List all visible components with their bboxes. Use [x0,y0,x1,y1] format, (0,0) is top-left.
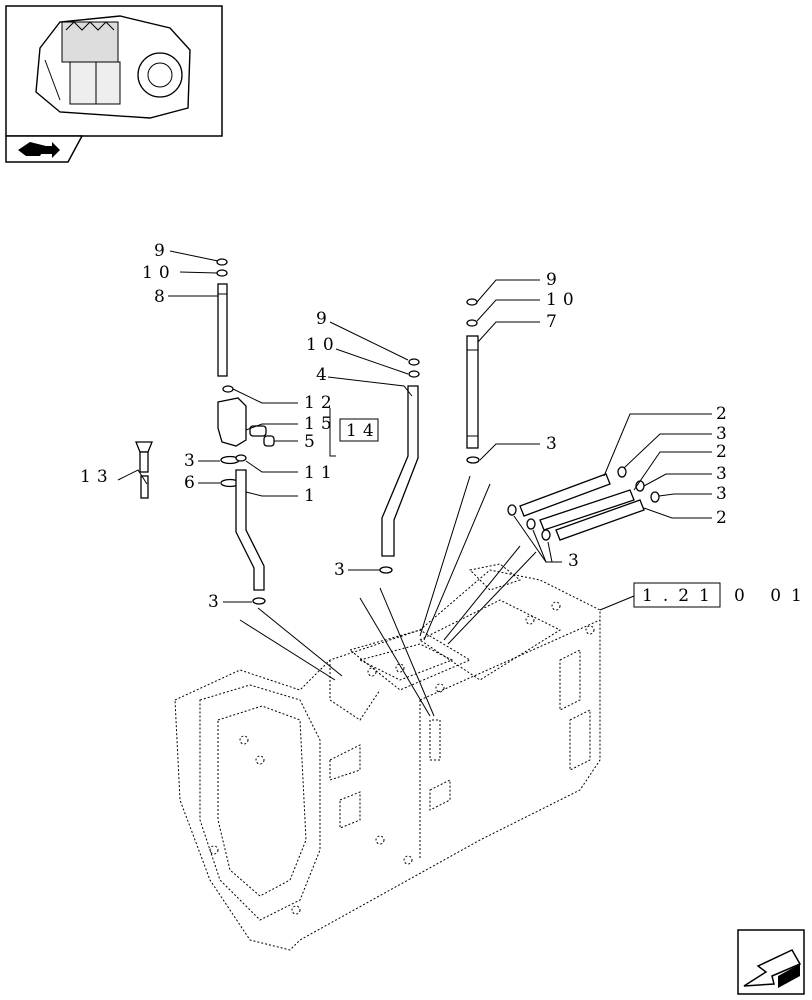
transmission-thumbnail [35,15,191,119]
callout-3: 3 [568,551,585,571]
callout-2: 2 [716,508,733,528]
callout-9: 9 [546,270,563,290]
callout-3: 3 [208,592,225,612]
callout-labels: 9 10 8 12 15 5 3 6 11 1 3 13 9 10 4 3 9 … [80,241,733,612]
callout-9: 9 [154,241,171,261]
middle-tube-4 [379,358,420,574]
pointer-lines [239,475,635,717]
callout-7: 7 [546,312,563,332]
callout-11: 11 [304,463,338,483]
callout-4: 4 [316,365,333,385]
callout-10: 10 [142,263,176,283]
callout-14: 14 [346,421,380,441]
callout-10: 10 [306,335,340,355]
thumbnail-tab[interactable] [5,135,84,163]
callout-13: 13 [80,467,114,487]
right-tube-7 [466,298,480,464]
callout-6: 6 [184,473,201,493]
callout-3: 3 [716,464,733,484]
callout-3: 3 [716,424,733,444]
book-arrow-icon [18,142,60,158]
callout-12: 12 [304,393,338,413]
callout-5: 5 [304,432,321,452]
transmission-housing [174,563,601,951]
callout-2: 2 [716,404,733,424]
callout-3: 3 [184,451,201,471]
callout-1: 1 [304,486,321,506]
callout-8: 8 [154,287,171,307]
callout-3: 3 [546,434,563,454]
bolt-13 [135,441,153,499]
callout-15: 15 [304,414,338,434]
callout-3: 3 [334,560,351,580]
leader-lines [117,250,712,603]
thumbnail-frame[interactable] [5,5,223,137]
callout-10: 10 [546,290,580,310]
left-tube-assembly [216,258,275,605]
reference-link[interactable]: 1.21 0 01 [633,582,812,608]
callout-9: 9 [316,309,333,329]
reference-boxed-number: 1.21 [642,586,720,606]
callout-3: 3 [716,484,733,504]
callout-2: 2 [716,442,733,462]
reference-suffix: 0 01 [734,586,812,606]
next-page-button[interactable] [737,929,805,995]
page-arrow-icon [743,949,802,988]
pipes-2-group [507,466,660,541]
callout-14-box: 14 [339,418,380,442]
